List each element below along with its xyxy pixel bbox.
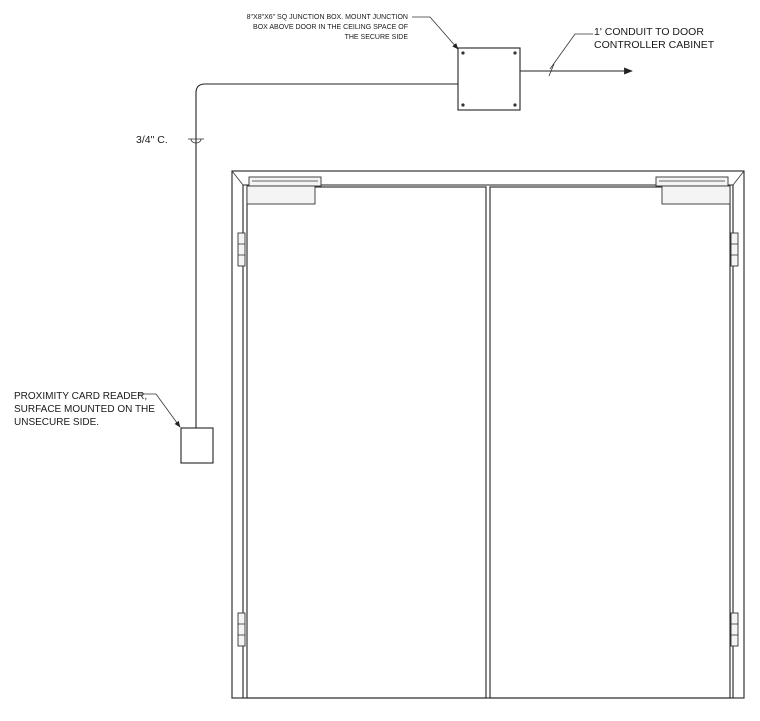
door-closer-left-icon xyxy=(246,176,322,205)
junction-box-icon xyxy=(457,47,521,111)
conduit-note-line-1: 1' CONDUIT TO DOOR xyxy=(594,26,704,38)
hinge-left-top-icon xyxy=(237,232,246,267)
hinge-left-bottom-icon xyxy=(237,612,246,647)
junction-box-note: 8"X8"X6" SQ JUNCTION BOX. MOUNT JUNCTION… xyxy=(247,14,409,41)
door-leaf-left xyxy=(246,186,487,699)
conduit-run xyxy=(188,83,458,428)
card-reader-note: PROXIMITY CARD READER, SURFACE MOUNTED O… xyxy=(14,391,155,428)
junction-box-note-line-3: THE SECURE SIDE xyxy=(345,34,409,41)
conduit-note-line-2: CONTROLLER CABINET xyxy=(594,39,715,51)
door-frame xyxy=(231,170,745,699)
door-leaf-right xyxy=(489,186,731,699)
card-reader-note-line-3: UNSECURE SIDE. xyxy=(14,417,99,428)
junction-box-leader xyxy=(412,16,459,50)
door-closer-right-icon xyxy=(655,176,731,205)
hinge-right-bottom-icon xyxy=(730,612,739,647)
card-reader-icon xyxy=(180,427,214,464)
card-reader-note-line-1: PROXIMITY CARD READER, xyxy=(14,391,147,402)
conduit-size-label: 3/4" C. xyxy=(136,134,168,146)
junction-box-note-line-1: 8"X8"X6" SQ JUNCTION BOX. MOUNT JUNCTION xyxy=(247,14,408,21)
hinge-right-top-icon xyxy=(730,232,739,267)
card-reader-note-line-2: SURFACE MOUNTED ON THE xyxy=(14,404,155,415)
conduit-to-cabinet-note: 1' CONDUIT TO DOOR CONTROLLER CABINET xyxy=(594,26,715,51)
conduit-to-cabinet xyxy=(520,33,633,77)
junction-box-note-line-2: BOX ABOVE DOOR IN THE CEILING SPACE OF xyxy=(253,24,408,31)
card-reader-leader xyxy=(138,393,181,428)
